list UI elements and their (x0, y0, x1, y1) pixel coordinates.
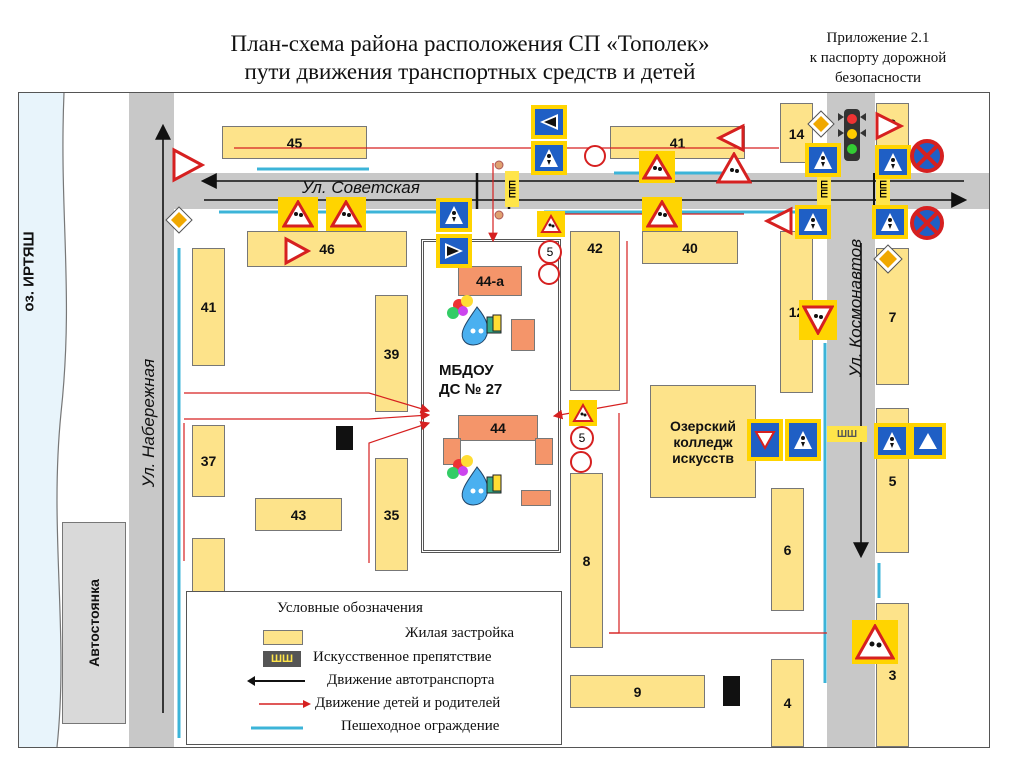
sign-one-way-left-icon (531, 105, 567, 139)
building-40: 40 (642, 231, 738, 264)
legend-icon-fence (251, 726, 303, 730)
sign-yield-icon (747, 419, 783, 461)
sign-crosswalk-icon-6 (785, 419, 821, 461)
traffic-light-icon (838, 109, 866, 161)
sign-direction-right-icon (436, 234, 472, 268)
speed-bump-sovetskaya: ШШ (505, 171, 519, 207)
building-41-north: 41 (610, 126, 745, 159)
sign-children-icon-9 (715, 151, 753, 185)
college-line-3: искусств (672, 449, 734, 466)
sign-children-icon-3 (639, 151, 675, 183)
building-37: 37 (192, 425, 225, 497)
legend-label-speed-bump: Искусственное препятствие (313, 649, 492, 665)
appendix-line-1: Приложение 2.1 (826, 30, 930, 46)
sign-children-icon-6 (569, 400, 597, 426)
sign-children-icon-2 (326, 197, 366, 231)
sign-triangle-left-icon-1 (716, 123, 745, 153)
district-map: оз. ИРТЯШ 45 41 14 9 46 42 40 41 39 12 7… (18, 92, 990, 748)
legend-label-children: Движение детей и родителей (315, 695, 501, 711)
sign-no-entry-circle-icon-1 (584, 145, 606, 167)
building-39: 39 (375, 295, 408, 412)
speed-limit-sign-1: 5 (538, 240, 562, 264)
sign-pedestrian-crossing-icon-1 (872, 205, 908, 239)
appendix-line-3: безопасности (834, 70, 922, 86)
sign-no-entry-circle-icon-3 (570, 451, 592, 473)
building-42: 42 (570, 231, 620, 391)
title-line-1: План-схема района расположения СП «Топол… (230, 31, 710, 56)
sign-no-stopping-icon-1 (910, 139, 944, 173)
legend-icon-children-arrow (259, 700, 311, 708)
sign-priority-road-icon-3 (873, 244, 903, 274)
kindergarten-mascot-icon-2 (447, 455, 502, 506)
building-41-west: 41 (192, 248, 225, 366)
building-44a: 44-а (458, 266, 522, 296)
sign-children-icon-4 (642, 197, 682, 231)
sign-crosswalk-icon-4 (875, 145, 911, 179)
sign-info-triangle-icon (910, 423, 946, 459)
legend-icon-speed-bump: ШШ (263, 651, 301, 667)
lake-shore (19, 93, 68, 747)
speed-bump-kosmonavtov-2: ШШ (876, 171, 890, 207)
sign-triangle-right-icon-2 (284, 236, 311, 266)
map-legend: Условные обозначения Жилая застройка ШШ … (186, 591, 562, 745)
sign-children-icon-8 (852, 620, 898, 664)
building-44: 44 (458, 415, 538, 441)
legend-icon-vehicle-arrow (247, 676, 305, 686)
sign-children-icon-5 (537, 211, 565, 237)
speed-bump-kosmonavtov-3: ШШ (827, 426, 867, 442)
speed-bump-kosmonavtov-1: ШШ (817, 171, 831, 207)
college-line-2: колледж (673, 433, 733, 450)
building-35: 35 (375, 458, 408, 571)
sign-no-stopping-icon-2 (910, 206, 944, 240)
sign-children-icon-7 (799, 300, 837, 340)
sign-children-icon-1 (278, 197, 318, 231)
sign-triangle-left-icon-2 (764, 206, 793, 236)
college-building: Озерский колледж искусств (650, 385, 756, 498)
sign-crosswalk-icon-5 (795, 205, 831, 239)
sign-pedestrian-crossing-icon-2 (874, 423, 910, 459)
kindergarten-annex-1 (511, 319, 535, 351)
page-title: План-схема района расположения СП «Топол… (170, 30, 770, 86)
parking-lot: Автостоянка (62, 522, 126, 724)
sign-no-entry-circle-icon-2 (538, 263, 560, 285)
building-46: 46 (247, 231, 407, 267)
sign-triangle-right-icon-1 (172, 147, 205, 183)
kindergarten-line-1: МБДОУ (439, 362, 494, 379)
crosswalk-markers (494, 160, 504, 220)
building-4: 4 (771, 659, 804, 747)
kindergarten-line-2: ДС № 27 (439, 381, 503, 398)
building-45: 45 (222, 126, 367, 159)
kindergarten-mascot-icon (447, 295, 502, 346)
building-44-wing-left (443, 438, 461, 465)
street-sovetskaya: Ул. Советская (302, 178, 420, 197)
building-9-south: 9 (570, 675, 705, 708)
sign-priority-road-icon-2 (807, 110, 835, 138)
legend-swatch-residential (263, 630, 303, 645)
container-block-2 (723, 676, 740, 706)
container-block-1 (336, 426, 353, 450)
building-44-wing-right (535, 438, 553, 465)
legend-label-residential: Жилая застройка (405, 625, 514, 641)
building-8: 8 (570, 473, 603, 648)
legend-title: Условные обозначения (277, 600, 423, 616)
legend-label-vehicle: Движение автотранспорта (327, 672, 495, 688)
building-left-partial (192, 538, 225, 598)
appendix-note: Приложение 2.1 к паспорту дорожной безоп… (778, 28, 978, 88)
kindergarten-annex-2 (521, 490, 551, 506)
kindergarten-label: МБДОУ ДС № 27 (439, 361, 502, 399)
sign-crosswalk-icon-1 (531, 141, 567, 175)
title-line-2: пути движения транспортных средств и дет… (244, 59, 696, 84)
building-6: 6 (771, 488, 804, 611)
college-line-1: Озерский (669, 417, 736, 434)
sign-crosswalk-icon-2 (436, 198, 472, 232)
appendix-line-2: к паспорту дорожной (809, 50, 947, 66)
speed-limit-sign-2: 5 (570, 426, 594, 450)
building-43: 43 (255, 498, 342, 531)
sign-priority-road-icon-1 (165, 206, 193, 234)
sign-triangle-right-icon-3 (875, 111, 904, 141)
legend-label-fence: Пешеходное ограждение (341, 718, 500, 734)
building-7: 7 (876, 248, 909, 385)
sign-crosswalk-icon-3 (805, 143, 841, 177)
